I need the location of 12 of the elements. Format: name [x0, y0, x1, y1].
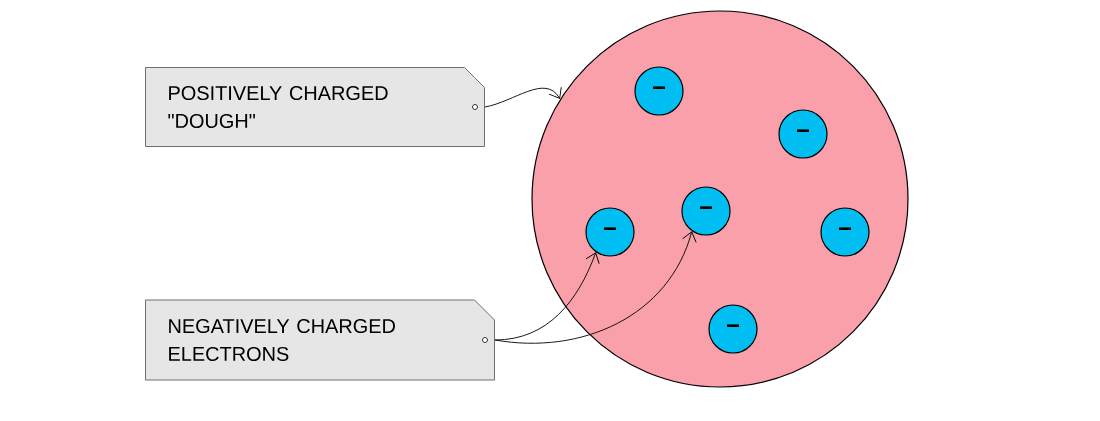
electron: −: [778, 109, 828, 159]
label-tag: POSITIVELY CHARGED "DOUGH": [145, 67, 485, 147]
electron: −: [708, 304, 758, 354]
electron: −: [681, 186, 731, 236]
pudding-circle: [531, 10, 909, 388]
electron: −: [820, 207, 870, 257]
arrow: [484, 86, 562, 108]
arrow: [494, 252, 600, 341]
label-tag: NEGATIVELY CHARGED ELECTRONS: [145, 299, 495, 381]
electron: −: [585, 207, 635, 257]
arrow: [494, 231, 697, 344]
electron: −: [634, 66, 684, 116]
